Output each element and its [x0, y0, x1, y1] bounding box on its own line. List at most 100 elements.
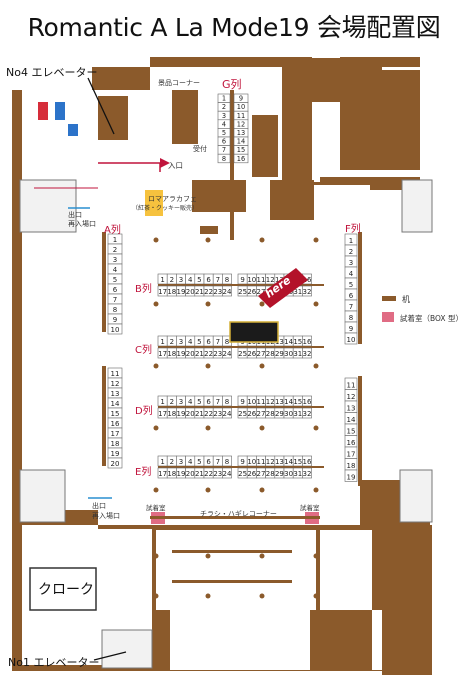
- desk-e-24: 24: [222, 467, 232, 479]
- desk-d-4-number: 4: [188, 398, 193, 406]
- desk-d-14-number: 14: [284, 398, 293, 406]
- desk-a-16: 16: [107, 417, 123, 429]
- pillar-dot-4-3: [313, 487, 319, 493]
- desk-c-31: 31: [292, 347, 303, 359]
- desk-d-2: 2: [166, 395, 177, 407]
- desk-a-11: 11: [107, 367, 123, 379]
- desk-g-16-box: [233, 153, 249, 164]
- desk-a-7: 7: [107, 293, 123, 305]
- desk-d-9: 9: [237, 395, 248, 407]
- desk-e-2-number: 2: [170, 458, 174, 466]
- desk-f-13: 13: [344, 400, 358, 413]
- bottom-passage: [170, 610, 310, 670]
- desk-g-12-number: 12: [237, 120, 245, 128]
- desk-d-11: 11: [256, 395, 266, 407]
- fitting-right-label: 試着室: [300, 503, 320, 512]
- pillar-dot-4-0: [153, 487, 159, 493]
- desk-c-1-number: 1: [160, 338, 164, 346]
- pillar-dot-4-1: [205, 487, 211, 493]
- c-row-label: C列: [135, 343, 152, 356]
- desk-g-1-number: 1: [222, 95, 226, 103]
- pillar-dot-0-3: [313, 237, 319, 243]
- desk-a-11-number: 11: [111, 370, 120, 378]
- desk-b-18-number: 18: [167, 288, 176, 296]
- desk-d-11-number: 11: [257, 398, 266, 406]
- desk-b-27-number: 27: [257, 288, 266, 296]
- desk-c-15: 15: [292, 335, 303, 347]
- desk-d-31: 31: [292, 407, 303, 419]
- desk-d-4: 4: [185, 395, 196, 407]
- desk-g-8: 8: [217, 153, 231, 164]
- desk-a-5: 5: [107, 273, 123, 285]
- desk-e-12: 12: [265, 455, 276, 467]
- desk-g-9: 9: [233, 93, 249, 103]
- desk-f-1: 1: [344, 233, 358, 246]
- desk-d-8: 8: [222, 395, 232, 407]
- desk-e-1-number: 1: [160, 458, 164, 466]
- legend-fitting-swatch: [382, 312, 394, 322]
- reception-label: 受付: [193, 144, 207, 153]
- desk-f-8: 8: [344, 310, 358, 323]
- stairs-bottom-right: [399, 469, 433, 523]
- cloak-label: クローク: [38, 582, 94, 598]
- desk-b-8-number: 8: [225, 276, 229, 284]
- desk-c-26-number: 26: [247, 350, 256, 358]
- desk-e-10: 10: [246, 455, 257, 467]
- desk-f-4: 4: [344, 266, 358, 279]
- pillar-dot-1-2: [259, 301, 265, 307]
- desk-e-18-number: 18: [167, 470, 176, 478]
- desk-f-11: 11: [344, 377, 358, 390]
- desk-a-2-number: 2: [113, 246, 117, 254]
- desk-e-32-box: [302, 467, 312, 479]
- desk-e-31-number: 31: [293, 470, 302, 478]
- a-row-label: A列: [104, 223, 121, 236]
- no1-elevator-pointer: [93, 651, 127, 661]
- desk-a-14-number: 14: [111, 400, 120, 408]
- pillar-dot-1-0: [153, 301, 159, 307]
- desk-d-10-number: 10: [247, 398, 256, 406]
- desk-g-13-number: 13: [237, 129, 245, 137]
- desk-a-4: 4: [107, 263, 123, 275]
- hall-interior: [98, 185, 370, 525]
- desk-e-11: 11: [256, 455, 266, 467]
- desk-b-9-number: 9: [240, 276, 244, 284]
- desk-b-6: 6: [203, 273, 214, 285]
- desk-a-15: 15: [107, 407, 123, 419]
- desk-e-3: 3: [176, 455, 186, 467]
- desk-g-7: 7: [217, 145, 231, 155]
- desk-a-12: 12: [107, 377, 123, 389]
- desk-e-27-number: 27: [257, 470, 266, 478]
- desk-g-2-number: 2: [222, 103, 226, 111]
- desk-a-10-number: 10: [111, 326, 120, 334]
- desk-g-5-number: 5: [222, 129, 226, 137]
- cafe-box: [145, 190, 163, 216]
- desk-b-32: 32: [302, 285, 312, 297]
- desk-f-15-number: 15: [347, 428, 356, 436]
- desk-a-4-number: 4: [113, 266, 118, 274]
- desk-g-11: 11: [233, 110, 249, 121]
- desk-a-10: 10: [107, 323, 123, 335]
- pillar-dot-2-2: [259, 363, 265, 369]
- desk-g-15-number: 15: [237, 146, 245, 154]
- desk-a-13-number: 13: [111, 390, 120, 398]
- stairs-top-left: [19, 179, 77, 233]
- pillar-dot-2-0: [153, 363, 159, 369]
- desk-b-20: 20: [185, 285, 196, 297]
- desk-c-4-number: 4: [188, 338, 193, 346]
- desk-c-18: 18: [166, 347, 177, 359]
- desk-c-14-number: 14: [284, 338, 293, 346]
- desk-d-32-number: 32: [303, 410, 312, 418]
- desk-d-26-number: 26: [247, 410, 256, 418]
- desk-e-4-number: 4: [188, 458, 193, 466]
- left-corridor: [22, 190, 98, 510]
- desk-d-21: 21: [194, 407, 205, 419]
- desk-c-14: 14: [283, 335, 294, 347]
- reentry-top-label: 再入場口: [68, 219, 96, 228]
- desk-b-7-number: 7: [216, 276, 220, 284]
- page-title: Romantic A La Mode19 会場配置図: [27, 13, 441, 42]
- desk-e-23-number: 23: [213, 470, 222, 478]
- desk-e-7-number: 7: [216, 458, 220, 466]
- desk-f-10-box: [344, 332, 358, 345]
